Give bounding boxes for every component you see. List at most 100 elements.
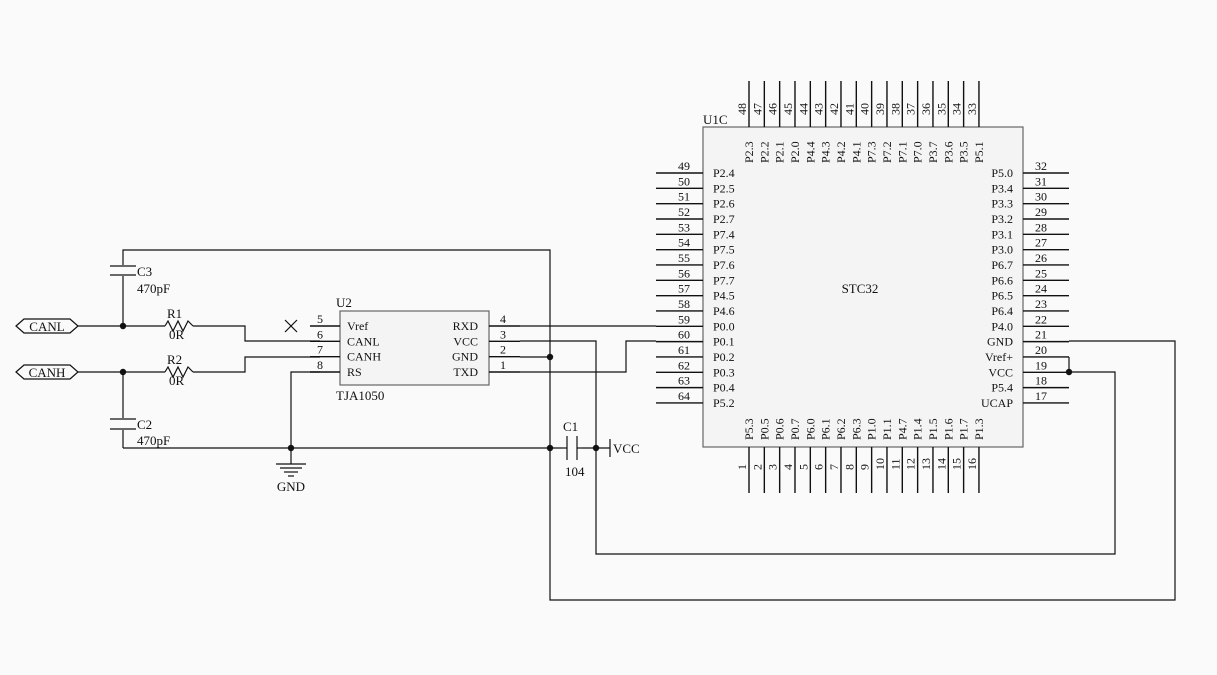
u1-pin-number: 14 — [934, 458, 948, 470]
u1-pin-3[interactable]: 3P0.6 — [766, 418, 787, 493]
u1-pin-number: 47 — [750, 103, 764, 115]
u1-pin-7[interactable]: 7P6.2 — [827, 418, 848, 493]
u1-pin-number: 43 — [812, 103, 826, 115]
capacitor-c3[interactable]: C3 470pF — [110, 264, 170, 296]
u1-pin-name: P2.4 — [713, 166, 735, 180]
wire-canh-r2 — [193, 356, 320, 373]
port-canh[interactable]: CANH — [15, 364, 79, 380]
wire-canl-r1 — [193, 325, 320, 342]
u1-pin-number: 25 — [1035, 266, 1047, 280]
resistor-r2[interactable]: R2 0R — [164, 352, 194, 388]
resistor-r1[interactable]: R1 0R — [164, 306, 194, 342]
u1-pin-9[interactable]: 9P1.0 — [858, 418, 879, 493]
u1-pin-name: P6.3 — [849, 418, 863, 440]
vcc-symbol[interactable]: VCC — [609, 439, 640, 457]
u1-pin-number: 41 — [842, 103, 856, 115]
u1-pin-name: P4.5 — [713, 289, 735, 303]
capacitor-c1[interactable]: C1 104 — [562, 419, 585, 479]
capacitor-c2[interactable]: C2 470pF — [110, 417, 170, 448]
u1-pin-4[interactable]: 4P0.7 — [781, 418, 802, 493]
wire-rs — [290, 371, 320, 464]
u1-pin-2[interactable]: 2P0.5 — [750, 418, 771, 493]
u1-pin-6[interactable]: 6P6.1 — [812, 418, 833, 493]
u1-pin-8[interactable]: 8P6.3 — [842, 418, 863, 493]
port-canl[interactable]: CANL — [15, 318, 79, 334]
u1-pin-name: P5.1 — [972, 141, 986, 163]
u1-pin-name: P4.3 — [819, 141, 833, 163]
u1-pin-number: 26 — [1035, 251, 1047, 265]
u1-pin-5[interactable]: 5P6.0 — [796, 418, 817, 493]
u1-pin-name: P6.2 — [834, 418, 848, 440]
wire-c3-top-loop — [122, 249, 1176, 601]
u1-pin-1[interactable]: 1P5.3 — [735, 418, 756, 493]
u1-pin-number: 52 — [678, 205, 690, 219]
gnd-symbol[interactable]: GND — [276, 463, 306, 494]
